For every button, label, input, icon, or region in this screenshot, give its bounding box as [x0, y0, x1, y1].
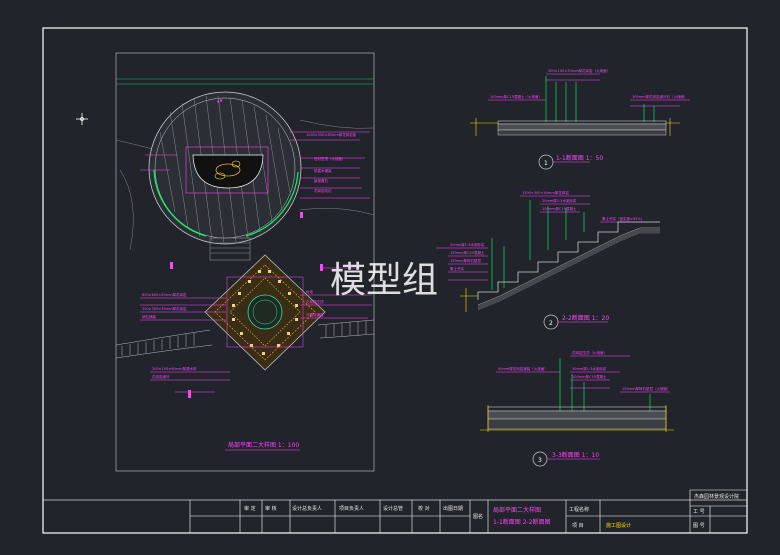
svg-text:素土夯实: 素土夯实	[450, 266, 464, 271]
section-3: 花岗岩压顶（火烧面） 50mm厚花岗岩铺装（火烧面） 30mm厚1:3水泥砂浆 …	[480, 350, 674, 467]
tb-cell-6: 出图日期	[443, 505, 463, 512]
plan-notes: 1000×500×60mm厚花岗岩板 石材压顶（火烧面） 防腐木铺装 景观置石 …	[142, 132, 357, 379]
svg-text:树池: 树池	[306, 289, 314, 294]
svg-text:2: 2	[549, 320, 553, 327]
svg-text:30mm厚1:3水泥砂浆: 30mm厚1:3水泥砂浆	[542, 198, 577, 203]
circular-plaza: ▲▼	[148, 91, 302, 245]
svg-text:马赛克铺装: 马赛克铺装	[306, 312, 324, 317]
tb-cell-5: 校 对	[418, 505, 430, 512]
tb-cell-1: 审 核	[265, 505, 277, 512]
svg-text:100mm厚花岗岩道牙石（火烧面）: 100mm厚花岗岩道牙石（火烧面）	[632, 94, 688, 99]
tb-cell-2: 设计总负责人	[292, 505, 322, 512]
svg-text:100mm厚C15混凝土（火烧面）: 100mm厚C15混凝土（火烧面）	[490, 94, 542, 99]
svg-text:150mm厚C20混凝土: 150mm厚C20混凝土	[450, 250, 485, 255]
tb-cell-4: 设计总管	[383, 505, 403, 512]
section-1-title: 1-1断面图 1：50	[556, 154, 603, 162]
tb-drawing-name-label: 图名	[473, 513, 483, 520]
section-2-title: 2-2断面图 1：20	[562, 314, 609, 322]
svg-text:30mm厚1:3水泥砂浆: 30mm厚1:3水泥砂浆	[450, 242, 485, 247]
svg-text:3: 3	[538, 457, 542, 464]
svg-text:100mm厚C15混凝土: 100mm厚C15混凝土	[572, 374, 607, 379]
svg-text:花岗岩道牙: 花岗岩道牙	[152, 374, 170, 379]
tb-stage: 施工图设计	[606, 522, 631, 529]
section-1: 300×100×30mm厚花岗岩（火烧面） 100mm厚C15混凝土（火烧面） …	[470, 68, 690, 170]
tb-cell-3: 项目负责人	[339, 505, 364, 512]
svg-text:1000×500×60mm厚花岗岩板: 1000×500×60mm厚花岗岩板	[306, 132, 357, 137]
tb-drawing-name-1: 局部平面二大样图	[493, 506, 541, 514]
tb-company: 杰森园林景观设计院	[694, 493, 739, 500]
svg-text:1: 1	[544, 160, 548, 167]
svg-text:卵石铺装: 卵石铺装	[142, 314, 156, 319]
tb-job-no-label: 工 号	[693, 509, 705, 515]
watermark: 模型组	[330, 260, 438, 301]
svg-text:▲▼: ▲▼	[217, 99, 223, 103]
diamond-plaza	[204, 254, 326, 371]
svg-text:100mm厚C15混凝土: 100mm厚C15混凝土	[542, 206, 577, 211]
svg-text:300×100×30mm厚花岗岩（火烧面）: 300×100×30mm厚花岗岩（火烧面）	[548, 68, 610, 73]
walkway	[209, 237, 251, 261]
plan-border	[115, 52, 375, 472]
svg-text:防腐木铺装: 防腐木铺装	[314, 168, 332, 173]
tb-sheet-no-label: 图 号	[693, 523, 705, 529]
svg-text:花岗岩压顶: 花岗岩压顶	[306, 299, 324, 304]
crosshair-cursor-icon	[76, 113, 88, 125]
svg-text:花岗岩收边: 花岗岩收边	[314, 188, 332, 193]
svg-text:石材压顶（火烧面）: 石材压顶（火烧面）	[314, 156, 346, 161]
plan-title: 局部平面二大样图 1：100	[228, 441, 299, 449]
svg-text:花岗岩压顶（火烧面）: 花岗岩压顶（火烧面）	[572, 350, 607, 355]
svg-text:200×100×60mm厚透水砖: 200×100×60mm厚透水砖	[152, 366, 197, 371]
tb-project-label: 工程名称	[569, 506, 589, 513]
paving-band	[115, 319, 375, 359]
plan-annotations	[140, 131, 372, 393]
tb-item-label: 项 目	[572, 523, 584, 529]
plan-view: ▲▼	[115, 52, 375, 472]
svg-text:150mm厚碎石垫层（火烧面）: 150mm厚碎石垫层（火烧面）	[622, 386, 671, 391]
tb-cell-0: 审 定	[244, 505, 256, 512]
tb-drawing-name-2: 1-1断面图 2-2断面图	[493, 518, 551, 526]
svg-text:30mm厚1:3水泥砂浆: 30mm厚1:3水泥砂浆	[572, 366, 607, 371]
svg-text:300×300×30mm厚花岗岩: 300×300×30mm厚花岗岩	[142, 306, 187, 311]
svg-text:150mm厚碎石垫层: 150mm厚碎石垫层	[450, 258, 481, 263]
svg-text:50mm厚花岗岩铺装（火烧面）: 50mm厚花岗岩铺装（火烧面）	[498, 366, 548, 371]
svg-text:600×600×50mm厚花岗岩: 600×600×50mm厚花岗岩	[142, 292, 187, 297]
title-block	[42, 489, 748, 534]
section-2: 1200×300×50mm厚花岗岩 30mm厚1:3水泥砂浆 100mm厚C15…	[436, 190, 660, 330]
svg-text:素土夯实（密实度≥95%）: 素土夯实（密实度≥95%）	[602, 216, 644, 221]
svg-text:1200×300×50mm厚花岗岩: 1200×300×50mm厚花岗岩	[522, 190, 569, 195]
section-3-title: 3-3断面图 1：10	[552, 451, 599, 459]
svg-text:景观置石: 景观置石	[314, 178, 328, 183]
